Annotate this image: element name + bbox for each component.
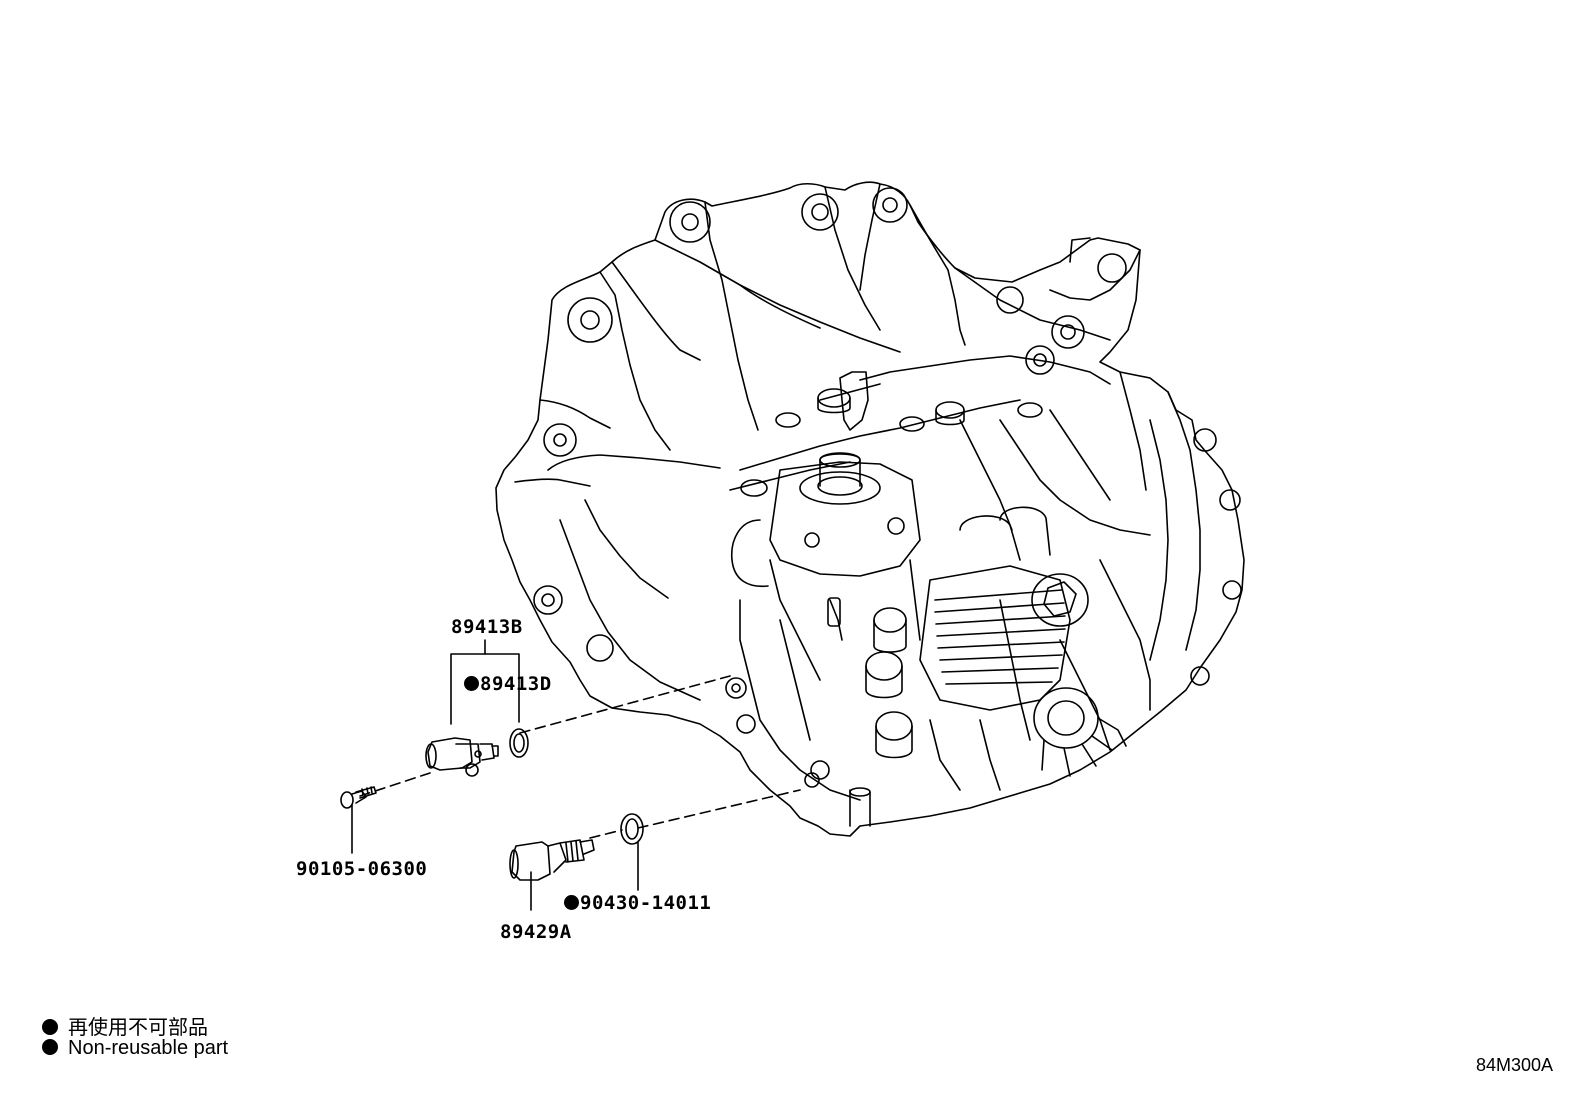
legend-english: Non-reusable part	[42, 1037, 228, 1060]
part-number-90430-14011: 90430-14011	[564, 892, 711, 914]
temperature-sensor	[509, 839, 595, 881]
callout-leaders	[351, 639, 639, 911]
speed-sensor	[425, 737, 499, 777]
non-reusable-dot-icon	[464, 676, 479, 691]
part-number-89429a: 89429A	[500, 921, 572, 943]
lower-case	[725, 597, 1001, 827]
non-reusable-dot-icon	[42, 1039, 58, 1055]
part-number-90430-14011-label: 90430-14011	[580, 892, 712, 914]
non-reusable-dot-icon	[42, 1019, 58, 1035]
installation-leaders	[359, 675, 801, 839]
legend-japanese-label: 再使用不可部品	[68, 1017, 208, 1039]
actuator-block	[919, 506, 1089, 711]
shift-tower	[731, 452, 921, 681]
part-number-90105-06300: 90105-06300	[296, 858, 428, 880]
non-reusable-dot-icon	[564, 895, 579, 910]
part-number-89413d-label: 89413D	[480, 673, 552, 695]
sensor-o-ring	[509, 728, 529, 758]
upper-bracket	[729, 355, 1111, 497]
solenoid-bosses	[865, 607, 1127, 777]
diagram-code: 84M300A	[1476, 1055, 1554, 1075]
housing-bosses	[533, 187, 1242, 686]
transaxle-housing	[495, 181, 1245, 837]
legend-english-label: Non-reusable part	[68, 1037, 229, 1059]
part-number-89413d: 89413D	[464, 673, 552, 695]
legend-japanese: 再使用不可部品	[42, 1011, 208, 1040]
part-number-89413b: 89413B	[451, 616, 523, 638]
mounting-bolt	[340, 786, 377, 809]
sensor-gasket	[620, 813, 644, 845]
